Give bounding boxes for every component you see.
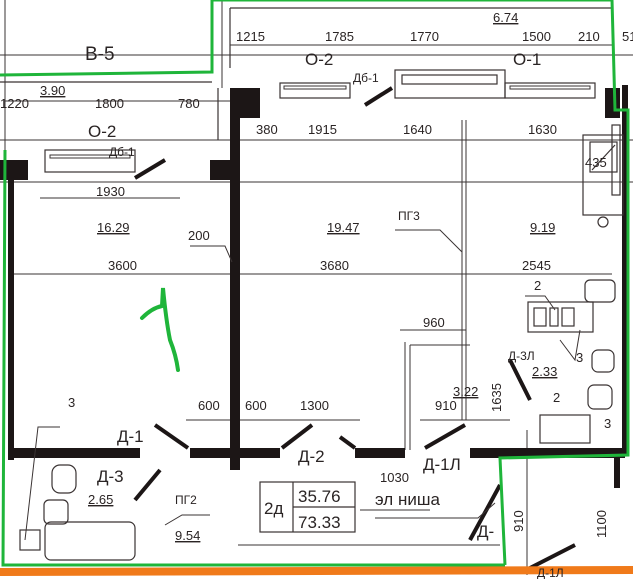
- door-label-d3l: Д-3Л: [508, 349, 535, 363]
- door-label-d1l: Д-1Л: [423, 455, 461, 474]
- area-room-left: 16.29: [97, 220, 130, 235]
- dim-3680: 3680: [320, 258, 349, 273]
- dim-1215: 1215: [236, 29, 265, 44]
- unit-outline-green: [0, 0, 630, 566]
- area-hall: 3.22: [453, 384, 478, 399]
- balcony-door-left: [133, 158, 167, 180]
- dim-2545: 2545: [522, 258, 551, 273]
- label-b5: В-5: [85, 44, 115, 65]
- door-label-db1-left: Дб-1: [109, 145, 135, 159]
- heater-icon: [19, 529, 41, 551]
- dim-1930: 1930: [96, 184, 125, 199]
- area-corridor: 9.54: [175, 528, 200, 543]
- dim-1635: 1635: [489, 383, 504, 412]
- mark-2: 2: [534, 278, 541, 293]
- door-d3: [133, 468, 162, 502]
- door-label-db1: Дб-1: [353, 71, 379, 85]
- mark-3: 3: [68, 395, 75, 410]
- dim-1915: 1915: [308, 122, 337, 137]
- total-area: 73.33: [298, 513, 341, 532]
- door-label-d3: Д-3: [97, 467, 124, 486]
- dimension-labels: 1215 1785 1770 1500 210 510 1220 1800 78…: [0, 29, 633, 538]
- label-pg3: ПГ3: [398, 209, 420, 223]
- dim-1770: 1770: [410, 29, 439, 44]
- dim-1100: 1100: [594, 510, 609, 538]
- dim-210: 210: [578, 29, 600, 44]
- dim-1300: 1300: [300, 398, 329, 413]
- area-balcony-top: 6.74: [493, 10, 518, 25]
- door-d2b: [338, 435, 357, 450]
- bathtub-icon: [44, 521, 136, 561]
- door-label-d1: Д-1: [117, 427, 144, 446]
- door-label-partial: Д-: [477, 522, 494, 541]
- dim-600-right: 600: [245, 398, 267, 413]
- dim-1640: 1640: [403, 122, 432, 137]
- area-balcony-left: 3.90: [40, 83, 65, 98]
- apartment-area-box: 2д 35.76 73.33: [259, 481, 356, 533]
- window-label-o2: О-2: [305, 50, 333, 69]
- area-room-mid: 19.47: [327, 220, 360, 235]
- mark-3: 3: [604, 416, 611, 431]
- dim-380: 380: [256, 122, 278, 137]
- dim-435: 435: [585, 155, 607, 170]
- shower-unit-icon: [539, 414, 591, 444]
- area-wc: 2.33: [532, 364, 557, 379]
- dim-1785: 1785: [325, 29, 354, 44]
- dim-1220: 1220: [0, 96, 29, 111]
- toilet-icon: [591, 349, 615, 373]
- washbasin-icon: [587, 384, 613, 410]
- label-pg2: ПГ2: [175, 493, 197, 507]
- leader-lines: [24, 229, 581, 541]
- dim-1030: 1030: [380, 470, 409, 485]
- dim-960: 960: [423, 315, 445, 330]
- dim-780: 780: [178, 96, 200, 111]
- dim-1500: 1500: [522, 29, 551, 44]
- handwritten-mark-1: [140, 287, 180, 372]
- label-electric-niche: эл ниша: [375, 490, 440, 509]
- door-label-d1l-bottom: Д-1Л: [537, 566, 564, 579]
- door-d1l: [424, 423, 466, 450]
- dim-910-vertical: 910: [511, 510, 526, 532]
- washbasin-icon: [43, 499, 69, 525]
- doors: [133, 86, 576, 570]
- stove-icon: [582, 134, 624, 216]
- boundary-orange: [0, 566, 633, 576]
- dim-200: 200: [188, 228, 210, 243]
- fixtures: [19, 124, 624, 561]
- burner-icon: [597, 216, 609, 228]
- area-bath: 2.65: [88, 492, 113, 507]
- door-label-d2: Д-2: [298, 447, 325, 466]
- dim-1630: 1630: [528, 122, 557, 137]
- shower-tray-icon: [527, 301, 594, 333]
- dim-910-horizontal: 910: [435, 398, 457, 413]
- toilet-icon: [51, 464, 77, 494]
- window-label-o2-left: О-2: [88, 122, 116, 141]
- door-d1: [153, 423, 190, 450]
- dim-3600: 3600: [108, 258, 137, 273]
- door-d2: [280, 423, 314, 450]
- walls: [0, 85, 628, 488]
- dim-600-left: 600: [198, 398, 220, 413]
- door-entry: [468, 484, 502, 541]
- mark-3: 3: [576, 350, 583, 365]
- unit-outline-green-left: [1, 149, 505, 567]
- sink-icon: [584, 279, 616, 303]
- door-d1l-bottom: [529, 543, 576, 570]
- mark-2: 2: [553, 390, 560, 405]
- room-areas: 6.74 3.90 16.29 19.47 9.19 2.33 3.22 2.6…: [40, 10, 557, 543]
- dim-510: 510: [622, 29, 633, 44]
- balcony-door-top: [363, 86, 394, 107]
- window-label-o1: О-1: [513, 50, 541, 69]
- windows: [0, 7, 612, 173]
- living-area: 35.76: [298, 487, 341, 506]
- dim-1800: 1800: [95, 96, 124, 111]
- door-d3l: [508, 359, 532, 401]
- apartment-type: 2д: [264, 499, 283, 518]
- area-kitchen: 9.19: [530, 220, 555, 235]
- fixture-marks: 2 3 2 3 3: [68, 278, 611, 431]
